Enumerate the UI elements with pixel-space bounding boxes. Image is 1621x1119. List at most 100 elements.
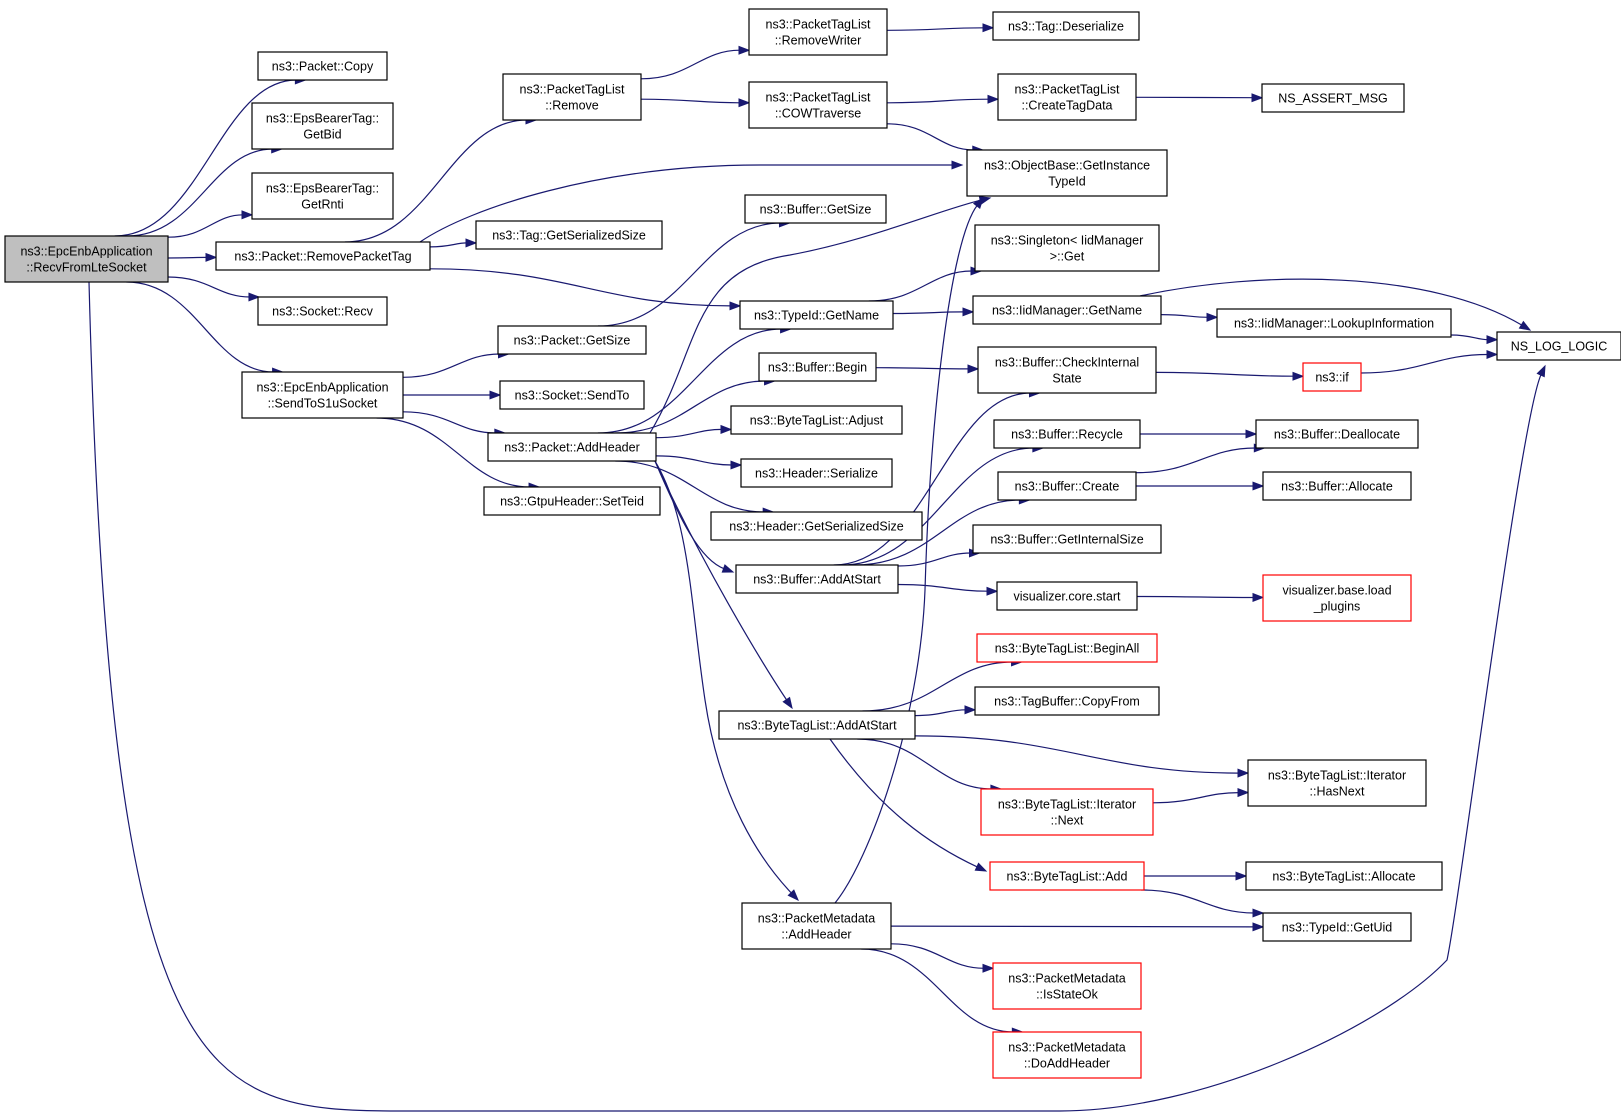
edge-ptl_remove-to-ptl_remove_writer xyxy=(640,45,751,80)
node-buffer-deallocate[interactable]: ns3::Buffer::Deallocate xyxy=(1255,419,1419,449)
node-btl-add-at-start[interactable]: ns3::ByteTagList::AddAtStart xyxy=(718,710,916,740)
node-box xyxy=(1245,861,1443,891)
node-label: ::COWTraverse xyxy=(775,107,861,121)
node-btl-allocate[interactable]: ns3::ByteTagList::Allocate xyxy=(1245,861,1443,891)
node-tag-deserialize[interactable]: ns3::Tag::Deserialize xyxy=(992,11,1140,41)
edge-line xyxy=(167,214,244,238)
node-box xyxy=(997,471,1137,501)
edge-line xyxy=(1139,278,1523,326)
edge-line xyxy=(854,499,1021,566)
node-buffer-recycle[interactable]: ns3::Buffer::Recycle xyxy=(993,419,1141,449)
node-box xyxy=(241,371,404,419)
node-label: ns3::Buffer::CheckInternal xyxy=(995,356,1139,370)
edge-line xyxy=(868,270,973,302)
node-packet-copy[interactable]: ns3::Packet::Copy xyxy=(257,51,388,81)
node-box xyxy=(1262,912,1412,942)
node-remove-packet-tag[interactable]: ns3::Packet::RemovePacketTag xyxy=(215,241,431,271)
edge-line xyxy=(88,281,1542,1112)
edge-btl_add-to-typeid_get_uid xyxy=(1141,889,1265,918)
node-iidmanager-get-name[interactable]: ns3::IidManager::GetName xyxy=(972,295,1162,325)
node-buffer-add-at-start[interactable]: ns3::Buffer::AddAtStart xyxy=(735,564,899,594)
node-box xyxy=(974,224,1160,272)
edge-buffer_begin-to-buffer_check_internal_state xyxy=(875,364,980,374)
node-send-to-s1u[interactable]: ns3::EpcEnbApplication::SendToS1uSocket xyxy=(241,371,404,419)
node-ptl-cow-traverse[interactable]: ns3::PacketTagList::COWTraverse xyxy=(748,81,888,129)
node-buffer-create[interactable]: ns3::Buffer::Create xyxy=(997,471,1137,501)
edge-arrowhead xyxy=(1486,349,1499,359)
node-typeid-get-name[interactable]: ns3::TypeId::GetName xyxy=(739,300,894,330)
edge-line xyxy=(614,380,766,434)
edge-line xyxy=(655,455,733,466)
node-label: TypeId xyxy=(1048,175,1086,189)
node-ptl-remove-writer[interactable]: ns3::PacketTagList::RemoveWriter xyxy=(748,8,888,56)
node-tagbuffer-copy-from[interactable]: ns3::TagBuffer::CopyFrom xyxy=(974,686,1160,716)
node-box xyxy=(992,962,1142,1010)
node-box xyxy=(744,194,887,224)
node-box xyxy=(487,432,657,462)
node-header-get-serialized-size[interactable]: ns3::Header::GetSerializedSize xyxy=(710,511,923,541)
edge-buffer_create-to-buffer_deallocate xyxy=(1135,443,1266,474)
node-btl-iterator-has-next[interactable]: ns3::ByteTagList::Iterator::HasNext xyxy=(1247,759,1427,807)
node-eps-get-rnti[interactable]: ns3::EpsBearerTag::GetRnti xyxy=(251,172,394,220)
node-label: ::HasNext xyxy=(1310,785,1365,799)
node-buffer-get-internal-size[interactable]: ns3::Buffer::GetInternalSize xyxy=(972,524,1162,554)
node-box xyxy=(972,524,1162,554)
node-socket-send-to[interactable]: ns3::Socket::SendTo xyxy=(499,380,645,410)
node-ns-assert-msg[interactable]: NS_ASSERT_MSG xyxy=(1261,83,1405,113)
node-visualizer-base-load-plugins[interactable]: visualizer.base.load_plugins xyxy=(1262,574,1412,622)
edge-ptl_cow_traverse-to-ptl_create_tag_data xyxy=(886,94,1000,104)
node-label: ns3::EpcEnbApplication xyxy=(256,381,388,395)
node-iidmanager-lookup-information[interactable]: ns3::IidManager::LookupInformation xyxy=(1216,308,1452,338)
node-tag-get-serialized-size[interactable]: ns3::Tag::GetSerializedSize xyxy=(475,220,663,250)
edge-arrowhead xyxy=(987,94,1000,104)
node-label: ns3::GtpuHeader::SetTeid xyxy=(500,495,644,509)
node-pm-do-add-header[interactable]: ns3::PacketMetadata::DoAddHeader xyxy=(992,1031,1142,1079)
node-packet-get-size[interactable]: ns3::Packet::GetSize xyxy=(497,325,647,355)
node-typeid-get-uid[interactable]: ns3::TypeId::GetUid xyxy=(1262,912,1412,942)
node-label: ns3::Singleton< IidManager xyxy=(991,234,1144,248)
node-gtpu-set-teid[interactable]: ns3::GtpuHeader::SetTeid xyxy=(483,486,661,516)
node-label: ns3::if xyxy=(1315,371,1349,385)
node-socket-recv[interactable]: ns3::Socket::Recv xyxy=(257,296,388,326)
node-ns3-if[interactable]: ns3::if xyxy=(1302,362,1362,392)
node-box xyxy=(966,149,1168,197)
edge-iidmanager_get_name-to-ns_log_logic xyxy=(1139,278,1532,331)
node-label: ns3::Tag::GetSerializedSize xyxy=(492,229,646,243)
node-ptl-create-tag-data[interactable]: ns3::PacketTagList::CreateTagData xyxy=(997,73,1137,121)
node-header-serialize[interactable]: ns3::Header::Serialize xyxy=(740,458,893,488)
node-label: ns3::Buffer::Deallocate xyxy=(1274,428,1400,442)
node-label: ::SendToS1uSocket xyxy=(268,397,378,411)
edge-line xyxy=(862,661,1013,712)
edge-line xyxy=(126,281,274,373)
node-recv-from-lte[interactable]: ns3::EpcEnbApplication::RecvFromLteSocke… xyxy=(4,235,169,283)
node-buffer-get-size[interactable]: ns3::Buffer::GetSize xyxy=(744,194,887,224)
node-buffer-allocate[interactable]: ns3::Buffer::Allocate xyxy=(1262,471,1412,501)
node-pm-is-state-ok[interactable]: ns3::PacketMetadata::IsStateOk xyxy=(992,962,1142,1010)
node-label: ns3::Buffer::Create xyxy=(1015,480,1120,494)
edge-btl_add_at_start-to-btl_add xyxy=(829,738,988,872)
node-btl-adjust[interactable]: ns3::ByteTagList::Adjust xyxy=(730,405,903,435)
node-label: visualizer.core.start xyxy=(1014,590,1122,604)
edge-arrowhead xyxy=(738,45,751,55)
node-visualizer-core-start[interactable]: visualizer.core.start xyxy=(996,581,1138,611)
node-ptl-remove[interactable]: ns3::PacketTagList::Remove xyxy=(502,73,642,121)
node-singleton-get[interactable]: ns3::Singleton< IidManager>::Get xyxy=(974,224,1160,272)
edge-line xyxy=(890,943,985,969)
node-ns-log-logic[interactable]: NS_LOG_LOGIC xyxy=(1496,331,1621,361)
edge-packet_add_header-to-header_serialize xyxy=(655,455,743,470)
node-btl-add[interactable]: ns3::ByteTagList::Add xyxy=(989,861,1145,891)
node-packet-add-header[interactable]: ns3::Packet::AddHeader xyxy=(487,432,657,462)
node-buffer-begin[interactable]: ns3::Buffer::Begin xyxy=(758,352,877,382)
edge-arrowhead xyxy=(1292,371,1305,381)
node-eps-get-bid[interactable]: ns3::EpsBearerTag::GetBid xyxy=(251,102,394,150)
node-pm-add-header[interactable]: ns3::PacketMetadata::AddHeader xyxy=(741,902,892,950)
edge-remove_packet_tag-to-objectbase_get_instance_typeid xyxy=(419,160,964,243)
node-btl-iterator-next[interactable]: ns3::ByteTagList::Iterator::Next xyxy=(980,788,1154,836)
edge-arrowhead xyxy=(1235,871,1248,881)
node-btl-begin-all[interactable]: ns3::ByteTagList::BeginAll xyxy=(976,633,1158,663)
node-label: State xyxy=(1052,372,1081,386)
edge-line xyxy=(1136,595,1255,599)
edge-line xyxy=(597,222,781,327)
